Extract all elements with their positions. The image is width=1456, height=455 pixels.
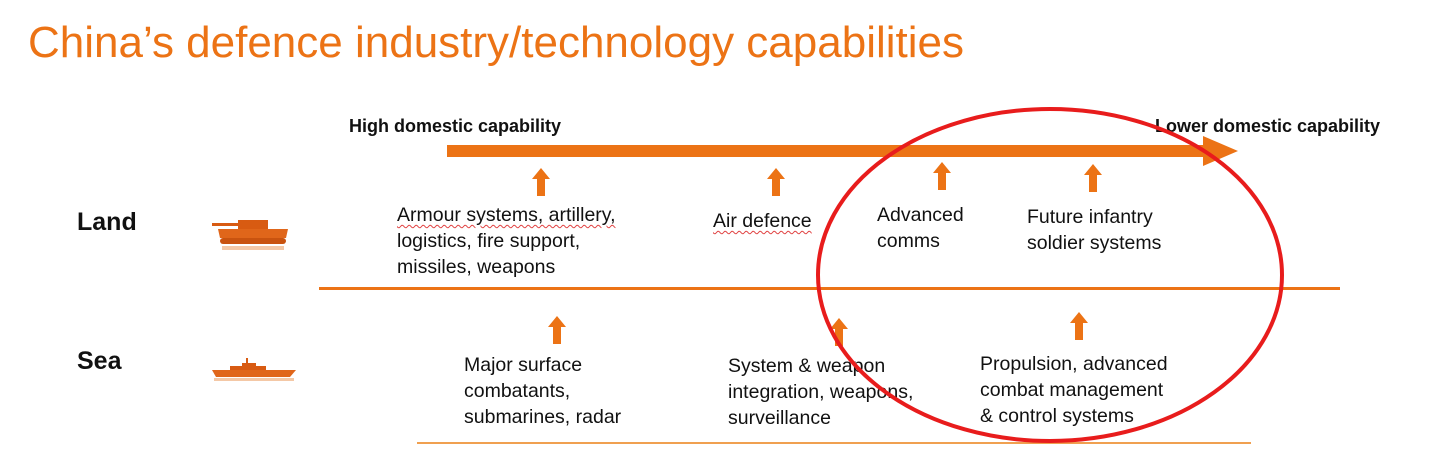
capability-text-line: Future infantry (1027, 206, 1153, 228)
land-capability-future-infantry: Future infantry soldier systems (1027, 204, 1161, 256)
capability-arrow-shaft (447, 145, 1207, 157)
tank-icon (212, 220, 288, 250)
up-arrow-icon (767, 168, 785, 196)
up-arrow-icon (1084, 164, 1102, 192)
capability-text-line: missiles, weapons (397, 256, 556, 278)
capability-text-line: Air defence (713, 210, 812, 232)
capability-text-line: combat management (980, 379, 1164, 401)
land-capability-armour: Armour systems, artillery, logistics, fi… (397, 202, 616, 280)
row-label-land: Land (77, 208, 137, 236)
capability-text-line: integration, weapons, (728, 381, 914, 403)
capability-text-line: Major surface (464, 354, 583, 376)
capability-text-line: Armour systems, artillery, (397, 204, 616, 226)
land-sea-divider (319, 287, 1340, 290)
bottom-divider (417, 442, 1251, 444)
capability-text-line: comms (877, 230, 940, 252)
ship-icon (212, 358, 296, 381)
axis-left-label: High domestic capability (349, 116, 562, 136)
slide-title: China’s defence industry/technology capa… (28, 18, 964, 67)
capability-text-line: surveillance (728, 407, 831, 429)
sea-capability-propulsion: Propulsion, advanced combat management &… (980, 351, 1168, 429)
sea-capability-system-integration: System & weapon integration, weapons, su… (728, 353, 913, 431)
up-arrow-icon (532, 168, 550, 196)
capability-text-line: submarines, radar (464, 406, 622, 428)
capability-text-line: combatants, (464, 380, 571, 402)
capability-text-line: Propulsion, advanced (980, 353, 1168, 375)
capability-text-line: Advanced (877, 204, 964, 226)
land-capability-air-defence: Air defence (713, 208, 812, 234)
capability-text-line: logistics, fire support, (397, 230, 581, 252)
up-arrow-icon (830, 318, 848, 346)
up-arrow-icon (1070, 312, 1088, 340)
land-capability-advanced-comms: Advanced comms (877, 202, 964, 254)
row-label-sea: Sea (77, 347, 122, 375)
capability-text-line: & control systems (980, 405, 1134, 427)
sea-capability-surface-combatants: Major surface combatants, submarines, ra… (464, 352, 621, 430)
capability-text-line: System & weapon (728, 355, 886, 377)
up-arrow-icon (548, 316, 566, 344)
capability-arrow-head (1203, 136, 1238, 166)
up-arrow-icon (933, 162, 951, 190)
capability-text-line: soldier systems (1027, 232, 1162, 254)
